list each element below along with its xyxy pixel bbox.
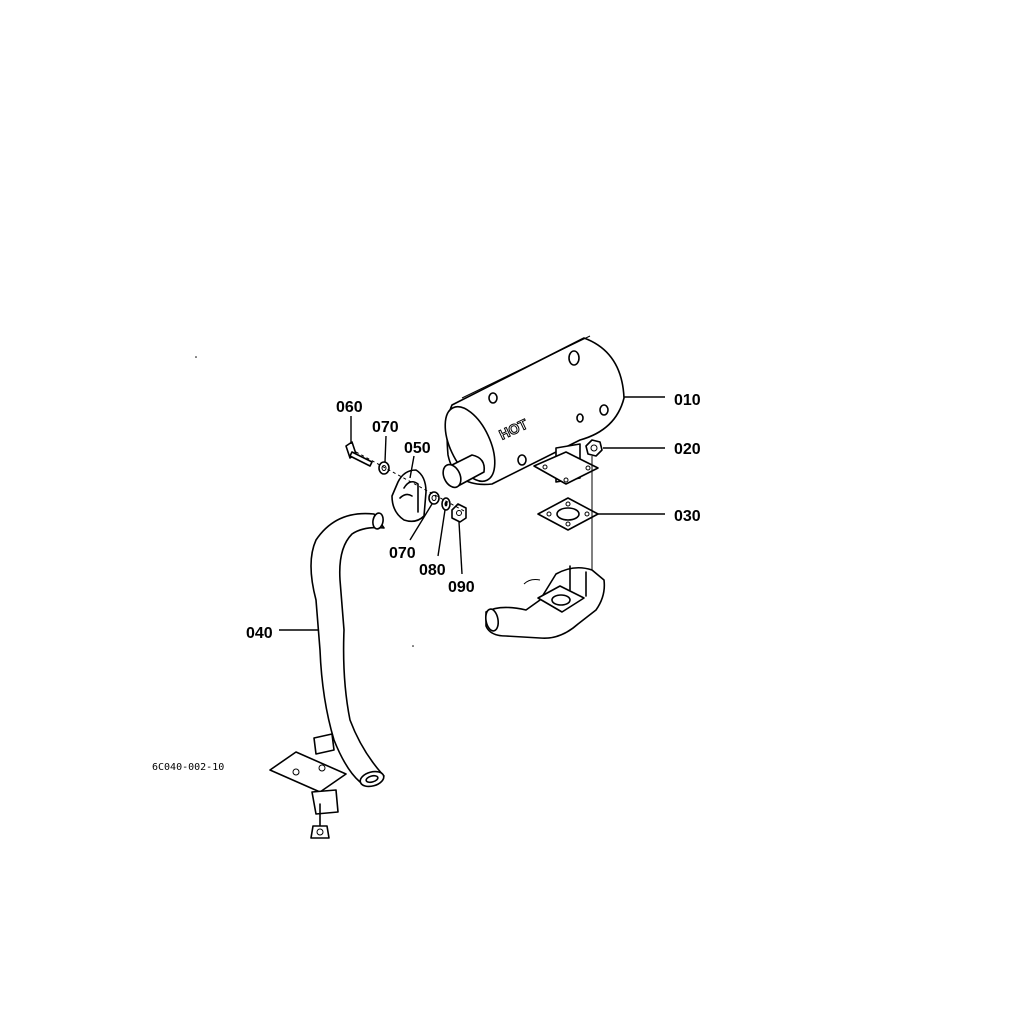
callout-010: 010 (674, 392, 701, 409)
muffler-part: HOT (442, 335, 625, 489)
leader-080 (437, 509, 446, 557)
nut-090-part (451, 503, 467, 523)
callout-030: 030 (674, 508, 701, 525)
callout-050: 050 (404, 440, 431, 457)
leader-070-upper (384, 435, 387, 463)
washer-070-lower-part (428, 491, 440, 505)
gasket-part (537, 497, 599, 531)
leader-070-lower (409, 503, 433, 541)
nut-020-part (585, 439, 603, 457)
drawing-code: 6C040-002-10 (152, 762, 224, 773)
leader-090 (458, 521, 463, 575)
leader-050 (409, 455, 415, 479)
callout-080: 080 (419, 562, 446, 579)
callout-040: 040 (246, 625, 273, 642)
callout-070-lower: 070 (389, 545, 416, 562)
bolt-060-part (345, 441, 373, 467)
exhaust-pipe-part (269, 512, 385, 839)
exhaust-manifold-part (484, 565, 606, 640)
callout-020: 020 (674, 441, 701, 458)
callout-070-upper: 070 (372, 419, 399, 436)
spring-washer-080-part (441, 497, 451, 511)
pipe-clamp-part (391, 469, 427, 523)
washer-070-upper-part (378, 461, 390, 475)
callout-060: 060 (336, 399, 363, 416)
callout-090: 090 (448, 579, 475, 596)
